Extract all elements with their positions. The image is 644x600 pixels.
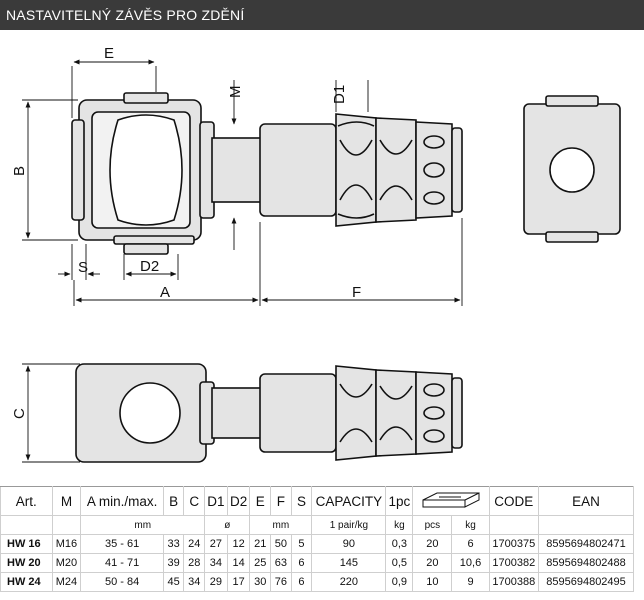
dim-label-d1: D1 — [331, 85, 348, 104]
unit-kg: kg — [451, 515, 490, 535]
unit-mm: mm — [80, 515, 206, 535]
spec-table: Art. M A min./max. B C D1 D2 E F S CAPAC… — [0, 486, 634, 592]
hinge-bottom-view — [75, 363, 463, 463]
col-header-c: C — [183, 486, 206, 516]
table-units-row: mm ø mm 1 pair/kg kg pcs kg — [0, 515, 634, 535]
col-header-f: F — [270, 486, 292, 516]
col-header-m: M — [51, 486, 82, 516]
dim-label-c: C — [11, 408, 28, 419]
dim-label-b: B — [11, 166, 28, 176]
dim-label-d2: D2 — [140, 258, 159, 275]
col-header-s: S — [290, 486, 313, 516]
unit-kg: kg — [385, 515, 414, 535]
col-header-d1: D1 — [204, 486, 228, 516]
col-header-a: A min./max. — [80, 486, 164, 516]
col-header-e: E — [249, 486, 272, 516]
unit-mm: mm — [249, 515, 313, 535]
dim-label-m: M — [227, 86, 244, 99]
package-box-icon — [422, 491, 480, 508]
unit-pcs: pcs — [412, 515, 453, 535]
col-header-capacity: CAPACITY — [311, 486, 387, 516]
hinge-top-view — [71, 92, 463, 255]
col-header-1pc: 1pc — [385, 486, 414, 516]
dim-label-e: E — [104, 45, 114, 62]
table-header-row: Art. M A min./max. B C D1 D2 E F S CAPAC… — [0, 486, 634, 516]
dim-label-s: S — [78, 259, 88, 276]
unit-diameter: ø — [204, 515, 251, 535]
col-header-code: CODE — [488, 486, 540, 516]
page-title: NASTAVITELNÝ ZÁVĚS PRO ZDĚNÍ — [6, 7, 245, 23]
col-header-ean: EAN — [538, 486, 634, 516]
technical-drawing: E M D1 B S D2 A F C — [11, 45, 621, 463]
page-header: NASTAVITELNÝ ZÁVĚS PRO ZDĚNÍ — [0, 0, 644, 30]
dim-label-f: F — [352, 284, 361, 301]
col-header-package-icon — [412, 486, 490, 516]
unit-capacity: 1 pair/kg — [311, 515, 387, 535]
dim-label-a: A — [160, 284, 170, 301]
col-header-b: B — [162, 486, 185, 516]
col-header-d2: D2 — [226, 486, 251, 516]
col-header-art: Art. — [0, 486, 53, 516]
hinge-side-view — [523, 95, 621, 243]
